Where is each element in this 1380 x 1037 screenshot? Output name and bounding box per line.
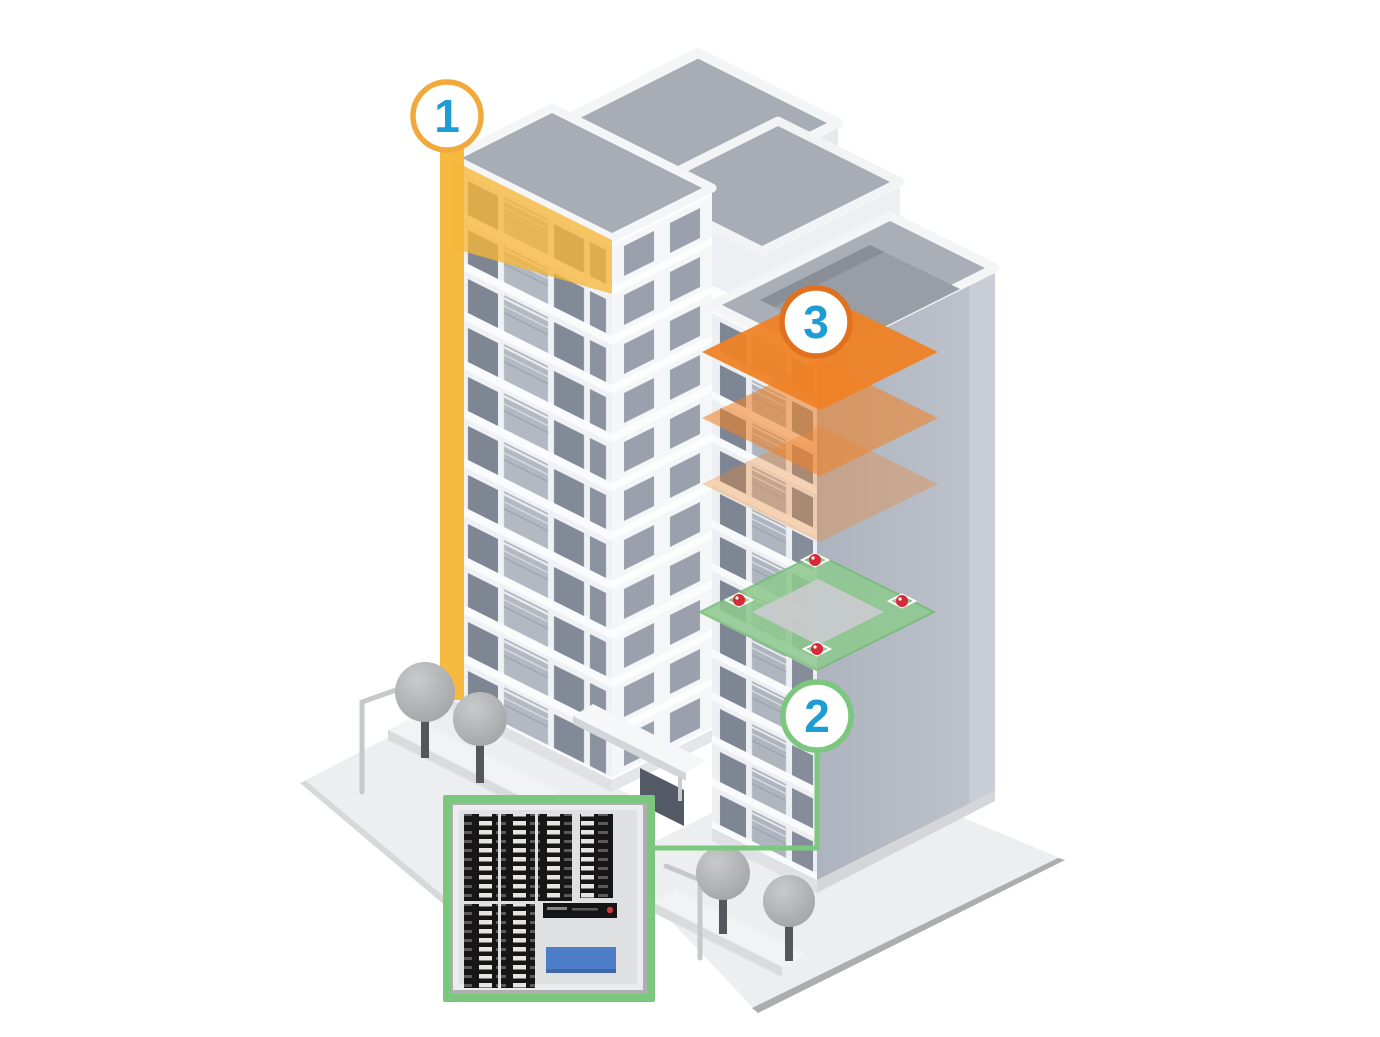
orange-floor-slab-2 — [702, 360, 938, 476]
panel-button[interactable] — [546, 947, 616, 973]
smoke-detector-icon — [801, 641, 833, 657]
entrance-door — [640, 768, 684, 826]
indicator-strip — [501, 904, 535, 988]
entrance-canopy — [573, 704, 706, 773]
floor-slabs-callout-3 — [702, 294, 938, 542]
smoke-detector-icon — [799, 552, 831, 568]
indicator-strip — [501, 814, 535, 901]
indicator-strip — [580, 814, 613, 898]
left-tower — [447, 103, 717, 792]
left-tower-sw-facade — [452, 158, 612, 780]
callout-2-connector-line — [652, 748, 820, 851]
orange-floor-slab-3 — [702, 426, 938, 542]
indicator-strip — [464, 904, 498, 988]
panel-button-edge — [546, 969, 616, 973]
indicator-strip — [538, 814, 572, 901]
street-lamp-icon — [359, 687, 399, 795]
ground-plaza-right-edge — [752, 858, 1065, 1013]
planter-left — [388, 718, 560, 804]
facade-highlight-callout-1 — [440, 148, 612, 700]
callout-1-number: 1 — [434, 90, 460, 142]
building-entrance — [573, 704, 706, 826]
entrance-canopy-edge — [573, 716, 686, 781]
callout-2-ring[interactable] — [780, 679, 854, 753]
callout-1-ring[interactable] — [410, 79, 484, 153]
facade-highlight-top-band — [452, 160, 612, 294]
left-tower-roof — [447, 103, 717, 243]
planter-right — [652, 890, 806, 967]
callout-3-ring[interactable] — [779, 285, 853, 359]
callout-1-badge[interactable]: 1 — [410, 79, 484, 153]
panel-display-strip — [543, 903, 617, 918]
facade-highlight-corner-riser — [440, 148, 464, 700]
canopy-support-post — [678, 777, 682, 801]
tree-icon — [453, 692, 507, 783]
smoke-detector-icon — [723, 592, 755, 608]
smoke-detector-icon — [886, 593, 918, 609]
monitored-floor-callout-2 — [697, 552, 937, 672]
left-tower-se-facade — [612, 188, 712, 780]
right-tower-roof-recess-shadow — [760, 245, 884, 307]
right-tower-se-base-shadow — [817, 791, 995, 893]
control-panel-inset[interactable] — [443, 795, 655, 1002]
panel-display-led — [606, 906, 614, 914]
ground-plaza-left-edge — [300, 781, 484, 935]
indicator-strip — [464, 814, 498, 901]
landscaping — [359, 662, 815, 977]
tree-icon — [395, 662, 455, 758]
floor-slab-core — [752, 579, 884, 645]
callout-2-badge[interactable]: 2 — [780, 679, 854, 753]
callout-3-badge[interactable]: 3 — [779, 285, 853, 359]
planter-right-side — [652, 902, 782, 977]
tree-icon — [696, 846, 750, 934]
callout-3-number: 3 — [803, 296, 829, 348]
callout-2-number: 2 — [804, 690, 830, 742]
tree-icon — [763, 875, 815, 961]
